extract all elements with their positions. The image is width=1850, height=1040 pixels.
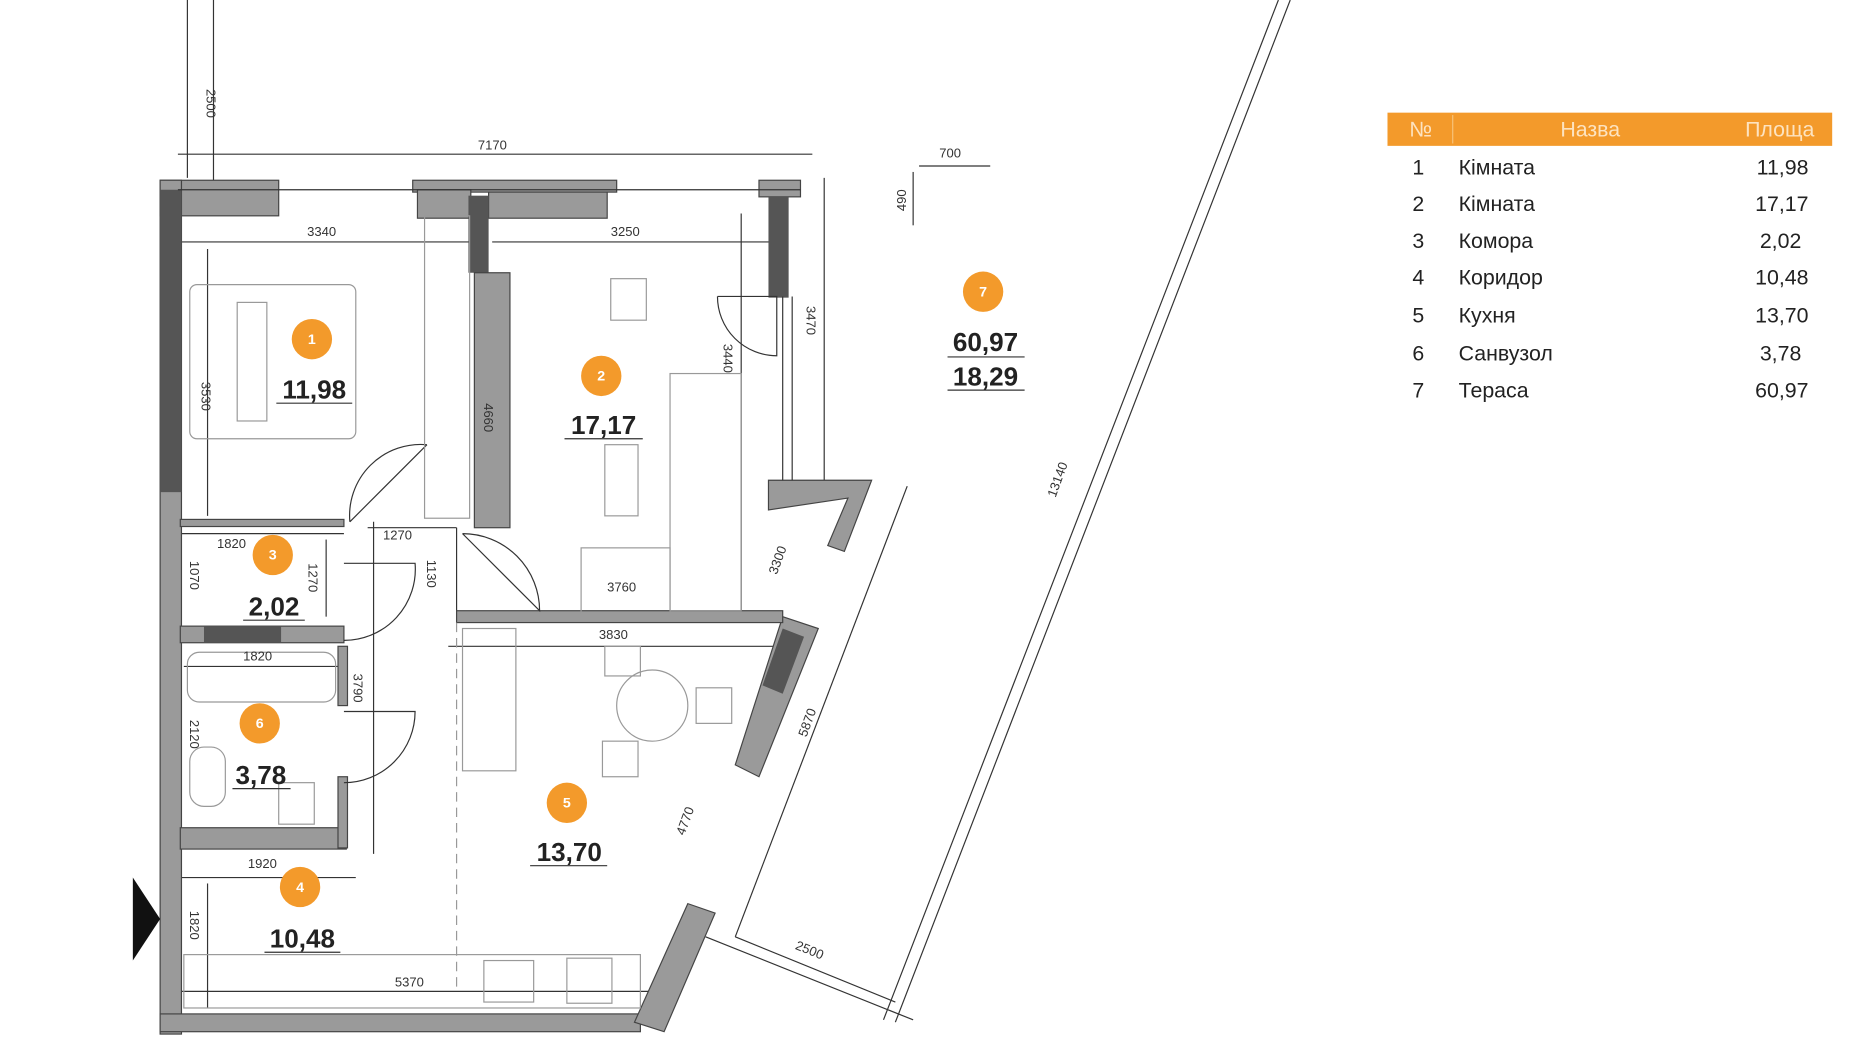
table-header	[1387, 112, 1833, 146]
dim-label: 1820	[217, 536, 246, 551]
room-1: 1 11,98	[276, 318, 353, 404]
dim-label: 1070	[187, 561, 202, 590]
room-area: 60,97	[953, 327, 1018, 357]
room-badge	[279, 866, 321, 908]
dim-label: 4660	[481, 403, 496, 432]
room-area: 17,17	[571, 410, 636, 440]
room-badge	[546, 782, 588, 823]
row-number: 1	[1412, 155, 1424, 179]
row-number: 7	[1412, 378, 1424, 402]
dim-label: 3250	[611, 224, 640, 239]
table-row: 5 Кухня 13,70	[1412, 304, 1808, 328]
dimension-labels: 2500 7170 3340 3250 700 490 3530 4660 34…	[187, 89, 1071, 990]
dim-label: 1130	[424, 560, 439, 588]
furniture	[183, 215, 742, 1009]
room-badge	[239, 703, 280, 744]
row-name: Кухня	[1459, 304, 1516, 328]
room-7: 7 60,97 18,29	[947, 271, 1025, 391]
dim-label: 700	[939, 146, 961, 161]
room-5: 5 13,70	[530, 782, 608, 867]
table-row: 7 Тераса 60,97	[1412, 378, 1808, 402]
dim-label: 3530	[199, 382, 214, 411]
dim-label: 490	[894, 189, 909, 211]
room-badge	[252, 534, 293, 576]
dim-label: 4770	[673, 805, 697, 837]
table-row: 2 Кімната 17,17	[1412, 192, 1808, 216]
dim-label: 13140	[1044, 460, 1070, 499]
room-area: 13,70	[537, 837, 602, 867]
row-number: 6	[1412, 342, 1424, 366]
dim-label: 5370	[395, 975, 424, 990]
header-number: №	[1409, 117, 1432, 141]
table-row: 1 Кімната 11,98	[1412, 155, 1808, 179]
room-number: 3	[269, 548, 277, 564]
room-area: 11,98	[282, 374, 346, 404]
room-area-secondary: 18,29	[953, 361, 1018, 391]
header-name: Назва	[1560, 117, 1620, 141]
room-number: 4	[296, 880, 304, 896]
dim-label: 1820	[243, 649, 272, 664]
dim-label: 1270	[305, 563, 320, 592]
dim-label: 3830	[599, 627, 628, 642]
row-number: 3	[1412, 229, 1424, 253]
room-badge	[962, 271, 1004, 312]
row-area: 13,70	[1755, 304, 1809, 328]
dim-label: 3440	[720, 344, 735, 373]
terrace-outline	[705, 0, 1291, 1023]
room-4: 4 10,48	[264, 866, 341, 954]
dim-label: 3470	[803, 306, 818, 335]
room-badge	[291, 318, 333, 360]
row-name: Санвузол	[1459, 342, 1553, 366]
doors	[343, 295, 778, 784]
walls	[159, 179, 873, 1035]
header-area: Площа	[1745, 117, 1814, 141]
dim-label: 2500	[203, 89, 218, 118]
row-number: 4	[1412, 266, 1424, 290]
row-area: 2,02	[1760, 229, 1802, 253]
room-number: 7	[979, 284, 987, 300]
room-number: 6	[256, 716, 264, 732]
row-name: Кімната	[1459, 155, 1536, 179]
room-6: 6 3,78	[232, 703, 291, 790]
dim-label: 3760	[607, 580, 636, 595]
room-badge	[581, 355, 622, 397]
row-area: 10,48	[1755, 266, 1808, 290]
dim-label: 7170	[478, 137, 507, 152]
row-area: 11,98	[1757, 155, 1809, 179]
row-number: 5	[1412, 304, 1424, 328]
table-row: 6 Санвузол 3,78	[1412, 342, 1801, 366]
room-area: 10,48	[270, 924, 335, 954]
row-number: 2	[1412, 192, 1424, 216]
dim-label: 1820	[187, 911, 202, 940]
table-row: 4 Коридор 10,48	[1412, 266, 1808, 290]
room-area: 2,02	[249, 591, 300, 621]
room-number: 2	[597, 369, 605, 385]
room-number: 5	[563, 796, 571, 812]
row-area: 17,17	[1755, 192, 1808, 216]
row-area: 60,97	[1755, 378, 1808, 402]
dim-label: 1920	[248, 856, 277, 871]
room-3: 3 2,02	[243, 534, 305, 621]
row-name: Комора	[1459, 229, 1534, 253]
dim-label: 3340	[307, 224, 336, 239]
room-number: 1	[308, 332, 316, 348]
row-name: Кімната	[1459, 192, 1536, 216]
dim-label: 2120	[187, 720, 202, 749]
room-area: 3,78	[236, 760, 287, 790]
area-table: № Назва Площа 1 Кімната 11,98 2 Кімната …	[1387, 112, 1833, 402]
row-name: Коридор	[1459, 266, 1543, 290]
dimension-lines	[177, 0, 991, 1008]
dim-label: 3300	[765, 544, 789, 576]
dim-label: 3790	[350, 674, 365, 703]
dim-label: 1270	[383, 528, 412, 543]
dim-label: 2500	[793, 938, 826, 963]
dim-label: 5870	[795, 706, 819, 738]
row-area: 3,78	[1760, 342, 1802, 366]
room-2: 2 17,17	[564, 355, 643, 440]
table-row: 3 Комора 2,02	[1412, 229, 1801, 253]
row-name: Тераса	[1459, 378, 1529, 402]
entrance-arrow-icon	[132, 877, 161, 961]
